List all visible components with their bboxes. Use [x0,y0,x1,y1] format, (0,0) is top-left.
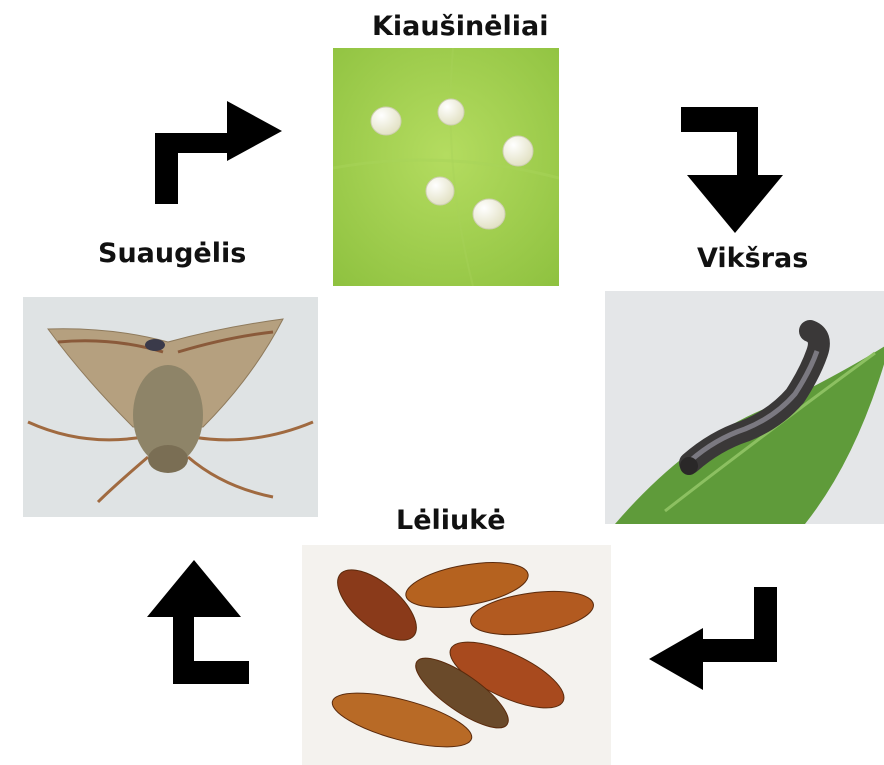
stage-label-larva: Vikšras [697,245,808,272]
caterpillar-photo-image [605,291,884,524]
moth-photo [23,297,318,517]
stage-label-eggs: Kiaušinėliai [372,13,548,40]
pupa-photo [302,545,611,765]
eggs-photo [333,48,559,286]
moth-photo-image [23,297,318,517]
pupa-photo-image [302,545,611,765]
caterpillar-photo [605,291,884,524]
arrow-icon [649,587,777,690]
stage-label-pupa: Lėliukė [396,507,506,534]
arrow-icon [147,560,249,684]
stage-label-adult: Suaugėlis [98,240,246,267]
egg-photo-image [333,48,559,286]
arrow-icon [681,107,783,233]
arrow-icon [155,101,282,204]
